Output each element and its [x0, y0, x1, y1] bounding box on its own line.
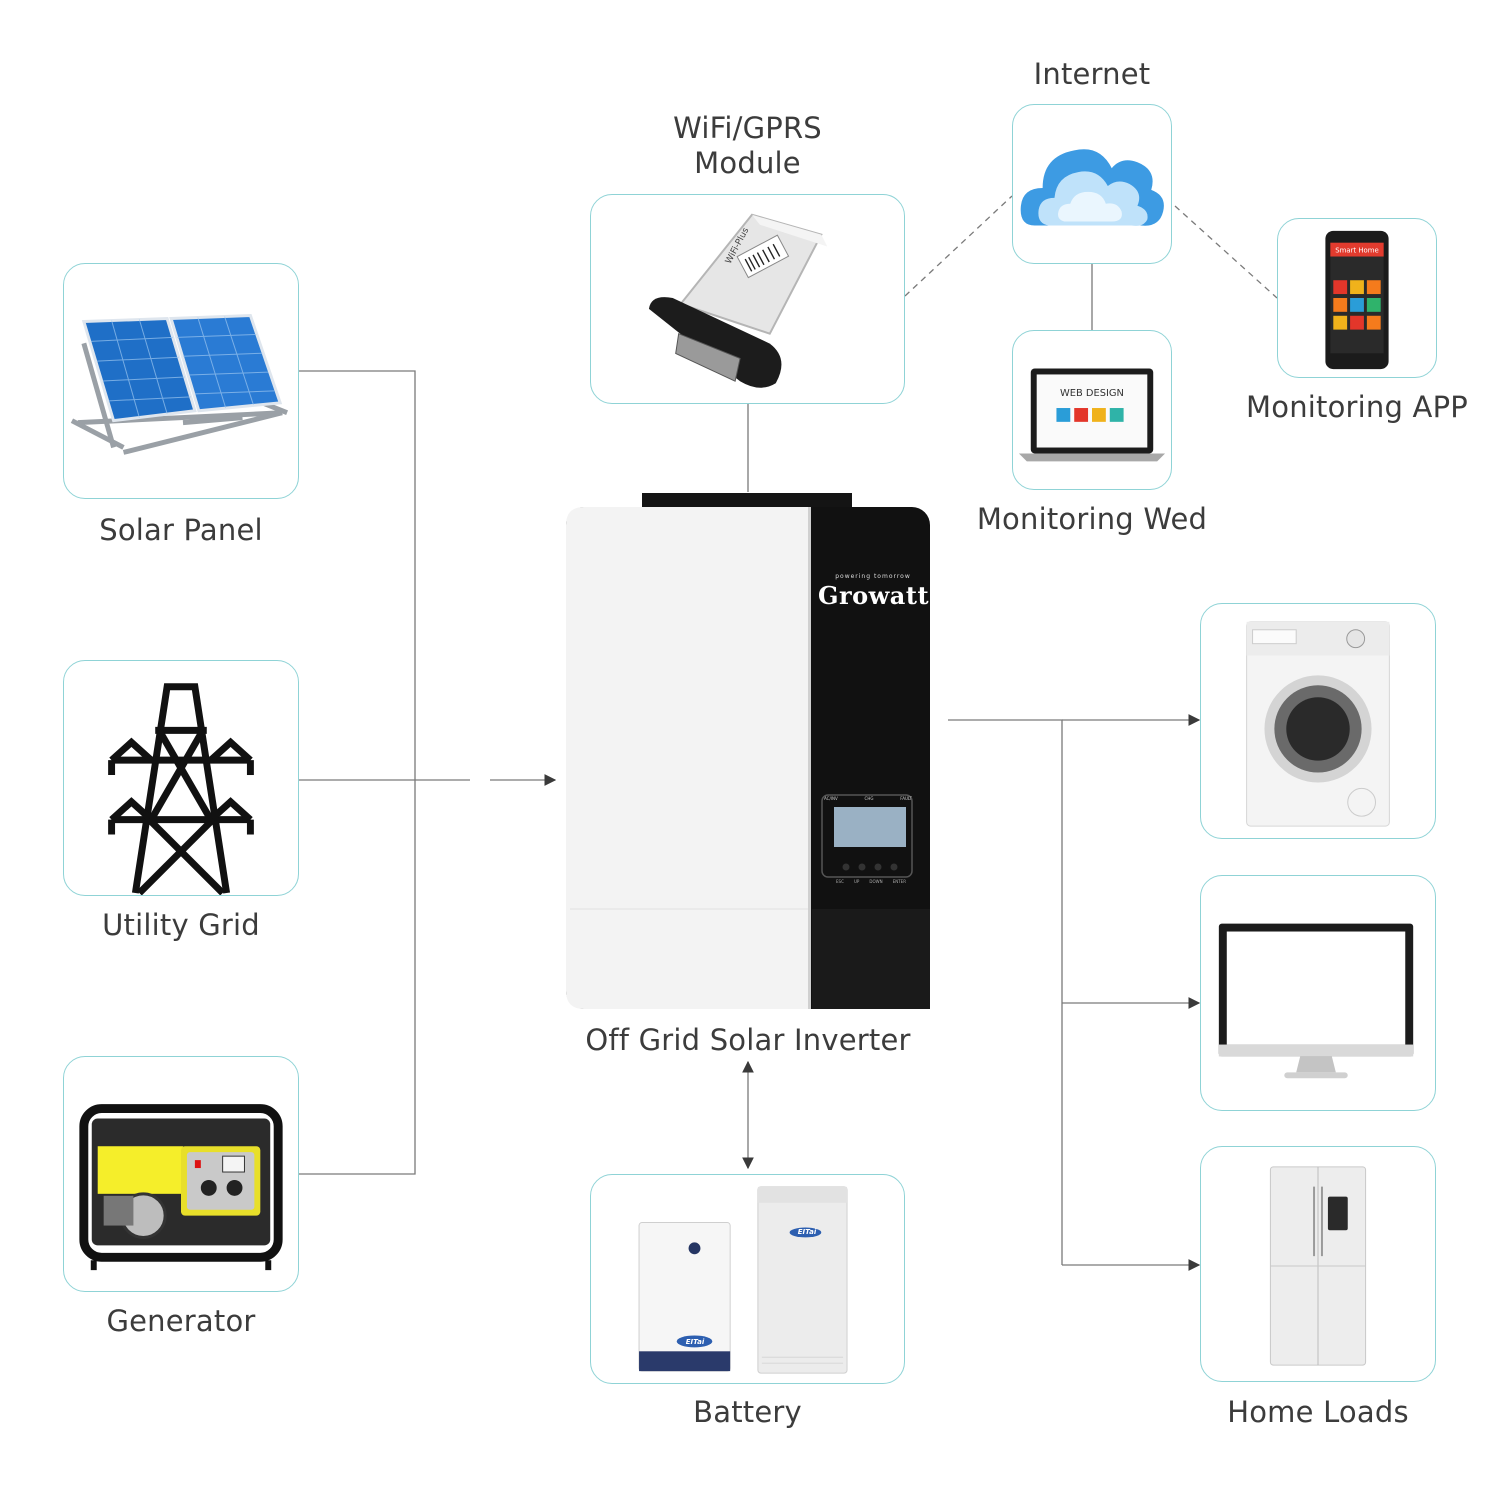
phone-screen-text: Smart Home: [1335, 247, 1378, 255]
generator-card: [63, 1056, 299, 1292]
button-up: UP: [853, 879, 860, 884]
generator-line: [299, 780, 416, 1175]
utility-grid-card: [63, 660, 299, 896]
utility-grid-label: Utility Grid: [102, 908, 260, 942]
cloud-icon: [1020, 149, 1164, 226]
washing-machine-icon: [1246, 621, 1390, 827]
internet-app-dashed: [1174, 205, 1278, 299]
button-esc: ESC: [836, 879, 844, 884]
computer-monitor-icon: [1218, 923, 1414, 1079]
internet-label: Internet: [1033, 57, 1151, 91]
lcd-header-fault: FAULT: [900, 796, 912, 801]
lcd-headers: AC/INV CHG FAULT: [824, 796, 912, 801]
monitor-card: [1200, 875, 1436, 1111]
button-enter: ENTER: [892, 879, 906, 884]
lcd-header-chg: CHG: [864, 796, 874, 801]
battery-brand-1: EITai: [685, 1338, 705, 1346]
wifi-module-card: WiFi-Plus: [590, 194, 905, 404]
wifi-module-label-line2: Module: [694, 146, 801, 180]
battery-label: Battery: [693, 1395, 802, 1429]
monitoring-web-label: Monitoring Wed: [976, 502, 1208, 536]
wifi-module-label-line1: WiFi/GPRS: [673, 111, 822, 145]
battery-card: EITai EITai: [590, 1174, 905, 1384]
wifi-module-label: WiFi/GPRS Module: [590, 111, 905, 181]
brand-tagline: powering tomorrow: [835, 573, 911, 580]
lcd-buttons: ESC UP DOWN ENTER: [836, 879, 906, 884]
monitoring-app-label: Monitoring APP: [1246, 390, 1468, 424]
lcd-header-acinv: AC/INV: [824, 796, 838, 801]
generator-icon: [79, 1104, 283, 1271]
refrigerator-card: [1200, 1146, 1436, 1382]
solar-panel-card: [63, 263, 299, 499]
load-bus: [948, 719, 1063, 1265]
wifi-stick-icon: WiFi-Plus: [648, 213, 828, 388]
refrigerator-icon: [1269, 1166, 1367, 1366]
phone-icon: Smart Home: [1325, 230, 1389, 370]
solar-panel-label: Solar Panel: [99, 513, 263, 547]
battery-brand-2: EITai: [797, 1228, 817, 1236]
generator-label: Generator: [106, 1304, 256, 1338]
laptop-screen-text: WEB DESIGN: [1060, 388, 1124, 399]
inverter-icon: [566, 493, 930, 1009]
solar-line: [299, 370, 416, 780]
monitoring-web-card: WEB DESIGN: [1012, 330, 1172, 490]
brand-name: Growatt: [818, 581, 930, 610]
internet-card: [1012, 104, 1172, 264]
battery-icon: [638, 1186, 848, 1374]
brand-logo: powering tomorrow Growatt: [818, 573, 930, 610]
internet-wifi-dashed: [904, 195, 1013, 297]
inverter-label: Off Grid Solar Inverter: [585, 1023, 911, 1057]
button-down: DOWN: [869, 879, 883, 884]
monitoring-app-card: Smart Home: [1277, 218, 1437, 378]
home-loads-label: Home Loads: [1227, 1395, 1409, 1429]
washing-machine-card: [1200, 603, 1436, 839]
laptop-icon: WEB DESIGN: [1018, 368, 1166, 462]
solar-panel-icon: [70, 314, 289, 455]
power-tower-icon: [108, 683, 254, 895]
inverter: powering tomorrow Growatt AC/INV CHG FAU…: [566, 493, 930, 1009]
